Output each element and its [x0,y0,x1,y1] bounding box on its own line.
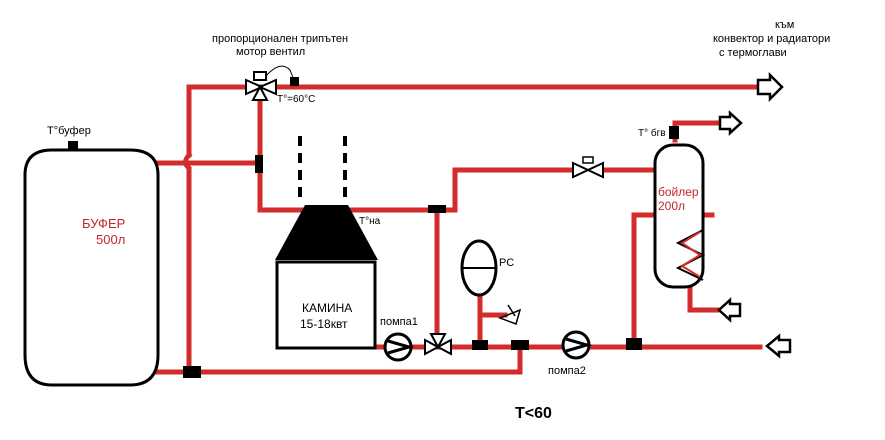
arrow-outline-icon [717,71,792,359]
pump-icon [383,332,415,362]
outlet-label-line1: към [775,19,794,31]
pipe-buffer-top-bypass [186,84,253,158]
check-valve-icon [572,156,604,179]
buffer-sensor-icon [68,141,78,151]
boiler-name: бойлер [658,185,699,199]
pump2-label: помпа2 [548,365,586,377]
valve-title-line1: пропорционален трипътен [212,33,348,45]
boiler-sensor-icon [669,126,679,139]
condition-label: T<60 [515,405,552,422]
fireplace-power: 15-18квт [300,317,348,331]
pipe-fireplace-out [345,167,578,213]
heat-exchanger-coil-icon [675,229,706,281]
pipe-dhw-out [672,120,725,143]
valve-temp-label: T°=60°C [277,94,315,105]
valve-sensor-icon [290,77,299,86]
boiler-tank [653,126,706,289]
safety-valve-icon [497,304,522,325]
pump1-label: помпа1 [380,316,418,328]
buffer-name: БУФЕР [82,216,125,231]
valve-title-line2: мотор вентил [236,46,305,58]
pipe-crossover [183,151,193,375]
outlet-label-line3: с термоглави [719,47,787,59]
boiler-sensor-label: T° бгв [638,127,666,139]
pipe-valve-to-fireplace [257,92,308,213]
fireplace-name: КАМИНА [302,301,352,315]
buffer-volume: 500л [96,232,125,247]
pump2-icon [561,330,593,360]
boiler-volume: 200л [658,199,685,213]
buffer-sensor-label: T°буфер [47,125,91,137]
three-way-valve-icon [245,65,299,101]
outlet-label-line2: конвектор и радиатори [713,33,830,45]
stove-sensor-label: T°на [359,216,381,227]
expansion-tank-label: РС [499,257,514,269]
fireplace [275,136,378,350]
pipe-cold-in [687,282,725,313]
tee-junctions [183,155,642,378]
buffer-tank [23,141,160,387]
mixing-valve-icon [424,333,452,356]
